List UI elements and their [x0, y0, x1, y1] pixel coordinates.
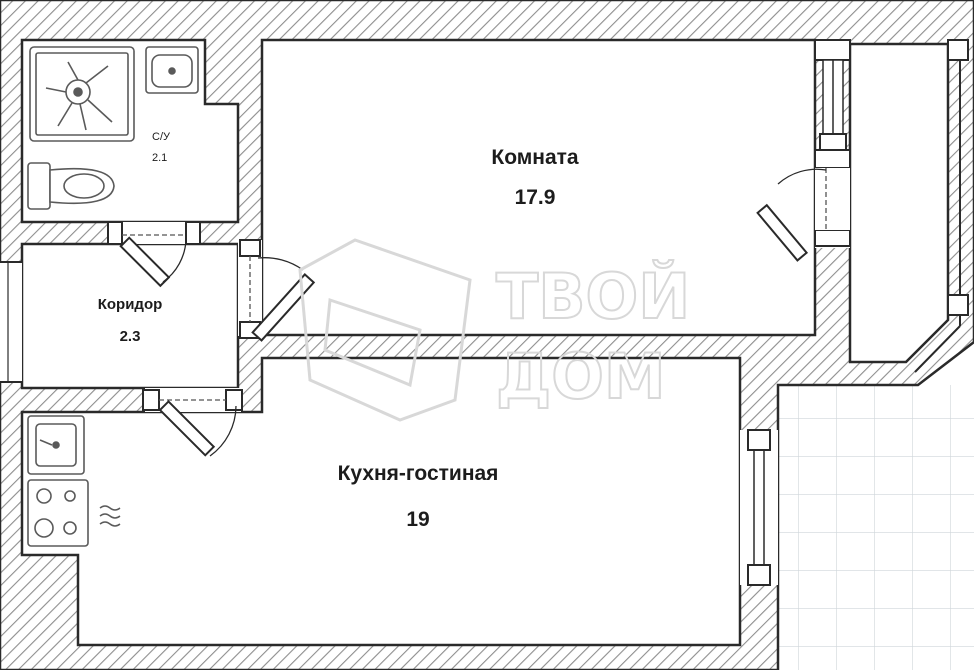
balcony-door	[756, 168, 850, 262]
watermark-line2: ДОМ	[496, 340, 666, 413]
bathroom-area: 2.1	[152, 152, 167, 164]
room-label: Комната	[491, 146, 579, 169]
room-area: 17.9	[515, 186, 556, 209]
balcony-window-post	[947, 39, 969, 61]
heat-icon	[99, 505, 121, 527]
bathroom-door	[107, 221, 201, 288]
terrace-grid	[775, 385, 974, 670]
shower-icon	[29, 46, 135, 142]
watermark-house-icon	[298, 238, 472, 422]
toilet-icon	[27, 162, 115, 210]
kitchen-sink-icon	[27, 415, 85, 475]
balcony-frame	[905, 40, 961, 373]
kitchen-window	[740, 429, 778, 586]
kitchen-label: Кухня-гостиная	[338, 462, 499, 485]
kitchen-area: 19	[406, 508, 429, 531]
corridor-entrance	[0, 262, 22, 382]
sink-icon	[145, 46, 199, 94]
corridor-area: 2.3	[120, 328, 141, 345]
balcony-window-post	[947, 294, 969, 316]
corridor-label: Коридор	[98, 296, 163, 313]
bathroom-label: С/У	[152, 131, 171, 143]
watermark-line1: ТВОЙ	[496, 260, 690, 333]
kitchen-door	[142, 388, 243, 457]
stove-icon	[27, 479, 89, 547]
room-door	[238, 239, 316, 342]
